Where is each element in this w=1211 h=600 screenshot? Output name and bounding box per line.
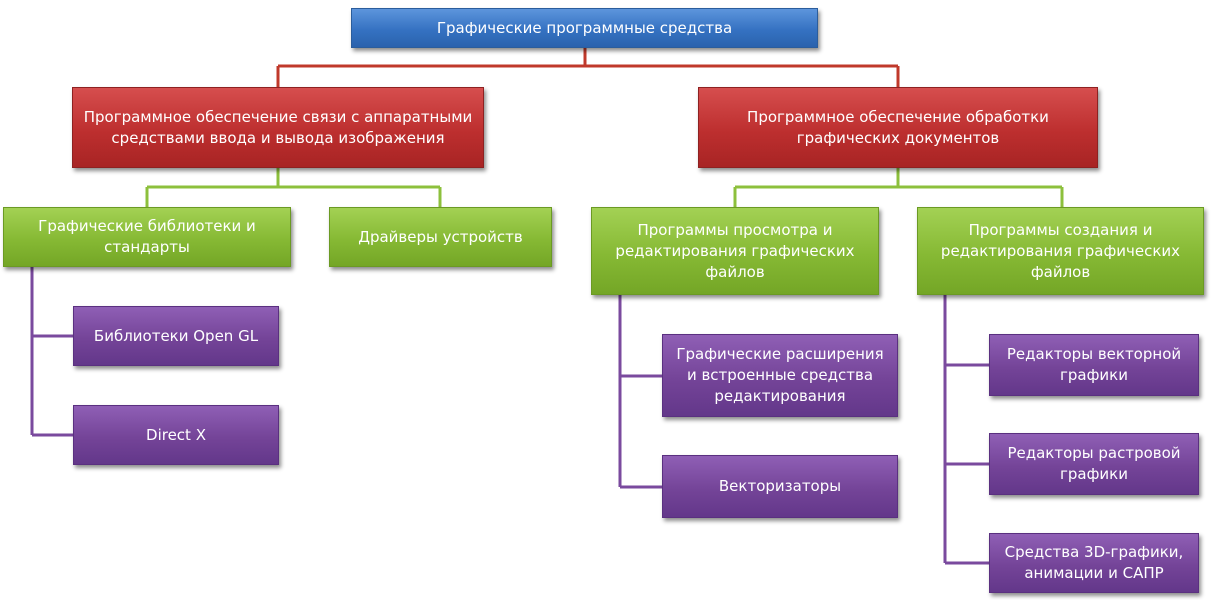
leaf-label: Редакторы растровой графики — [1007, 444, 1181, 483]
level2-connectors — [30, 267, 989, 565]
branch-label: Программное обеспечение обработки графич… — [747, 107, 1049, 147]
root-label: Графические программные средства — [436, 18, 733, 37]
subbranch-node-creating-editing: Программы создания и редактирования граф… — [917, 207, 1204, 295]
leaf-node-vector-editors: Редакторы векторной графики — [989, 334, 1199, 396]
leaf-node-opengl: Библиотеки Open GL — [73, 306, 279, 366]
leaf-node-3d-animation-cad: Средства 3D-графики, анимации и САПР — [989, 533, 1199, 593]
subbranch-node-viewing-editing: Программы просмотра и редактирования гра… — [591, 207, 879, 295]
branch-node-document-processing: Программное обеспечение обработки графич… — [698, 87, 1098, 168]
leaf-label: Средства 3D-графики, анимации и САПР — [1004, 543, 1184, 582]
level1-connectors — [145, 168, 1064, 207]
leaf-node-vectorizers: Векторизаторы — [662, 455, 898, 518]
leaf-label: Графические расширения и встроенные сред… — [676, 345, 884, 405]
subbranch-label: Программы просмотра и редактирования гра… — [615, 220, 855, 281]
subbranch-label: Драйверы устройств — [358, 227, 523, 246]
leaf-node-directx: Direct X — [73, 405, 279, 465]
leaf-node-raster-editors: Редакторы растровой графики — [989, 433, 1199, 495]
branch-node-hardware-io: Программное обеспечение связи с аппаратн… — [72, 87, 484, 168]
leaf-label: Редакторы векторной графики — [1006, 345, 1182, 384]
root-connectors — [276, 48, 900, 87]
leaf-label: Векторизаторы — [718, 477, 842, 495]
leaf-label: Direct X — [146, 425, 206, 444]
root-node: Графические программные средства — [351, 8, 818, 48]
subbranch-node-device-drivers: Драйверы устройств — [329, 207, 552, 267]
leaf-node-graphic-extensions: Графические расширения и встроенные сред… — [662, 334, 898, 417]
subbranch-label: Графические библиотеки и стандарты — [38, 217, 256, 256]
subbranch-node-graphic-libraries: Графические библиотеки и стандарты — [3, 207, 291, 267]
leaf-label: Библиотеки Open GL — [93, 326, 259, 345]
branch-label: Программное обеспечение связи с аппаратн… — [83, 107, 473, 147]
subbranch-label: Программы создания и редактирования граф… — [940, 220, 1181, 281]
